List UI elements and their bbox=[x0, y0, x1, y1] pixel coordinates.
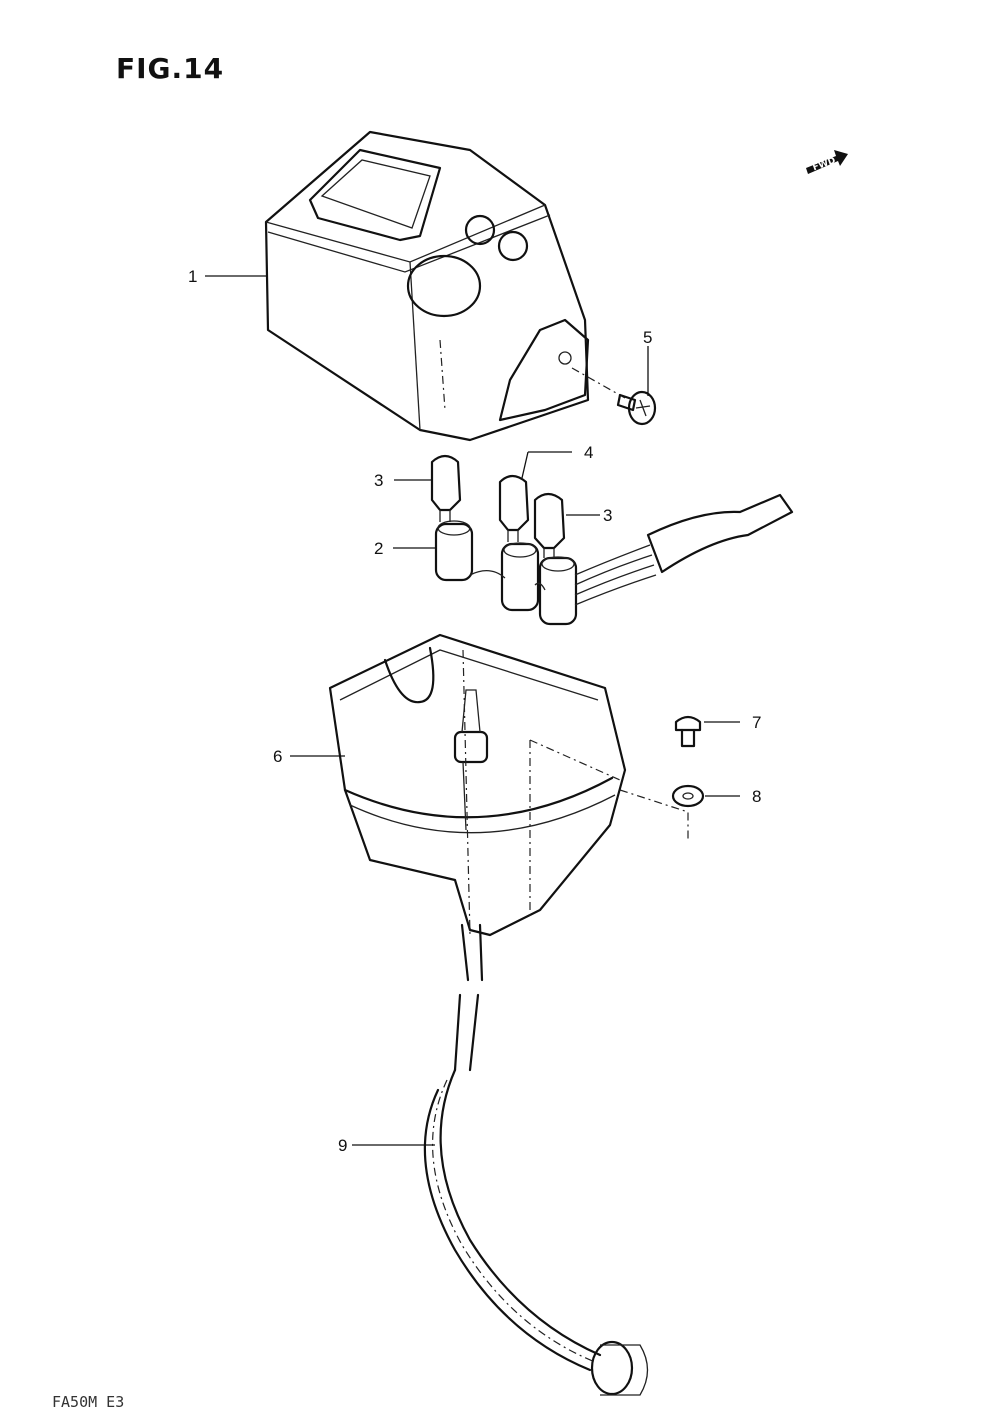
callout-2: 2 bbox=[374, 539, 383, 558]
callout-6: 6 bbox=[273, 747, 282, 766]
callout-1: 1 bbox=[188, 267, 197, 286]
callout-3-right: 3 bbox=[603, 506, 612, 525]
callout-9: 9 bbox=[338, 1136, 347, 1155]
part-9-speedometer-cable[interactable] bbox=[423, 923, 649, 1396]
callout-7: 7 bbox=[752, 713, 761, 732]
part-3-bulb-right[interactable] bbox=[533, 492, 566, 558]
fwd-label: FWD bbox=[811, 156, 837, 173]
callout-4: 4 bbox=[584, 443, 593, 462]
callout-3-left: 3 bbox=[374, 471, 383, 490]
part-6-lower-case[interactable] bbox=[328, 633, 627, 937]
part-4-bulb-center[interactable] bbox=[498, 474, 530, 542]
part-8-washer[interactable] bbox=[619, 784, 705, 840]
part-3-bulb-left[interactable] bbox=[430, 454, 462, 522]
callout-5: 5 bbox=[643, 328, 652, 347]
leader-lines bbox=[205, 275, 740, 1146]
part-7-bolt[interactable] bbox=[674, 715, 702, 748]
callout-8: 8 bbox=[752, 787, 761, 806]
figure-title: FIG.14 bbox=[116, 52, 225, 85]
model-code: FA50M E3 bbox=[52, 1393, 125, 1411]
part-5-screw[interactable] bbox=[571, 367, 657, 426]
fwd-arrow-icon: FWD bbox=[806, 150, 848, 174]
part-2-lamp-socket-harness[interactable] bbox=[434, 493, 794, 626]
part-1-meter-case[interactable] bbox=[264, 130, 590, 442]
